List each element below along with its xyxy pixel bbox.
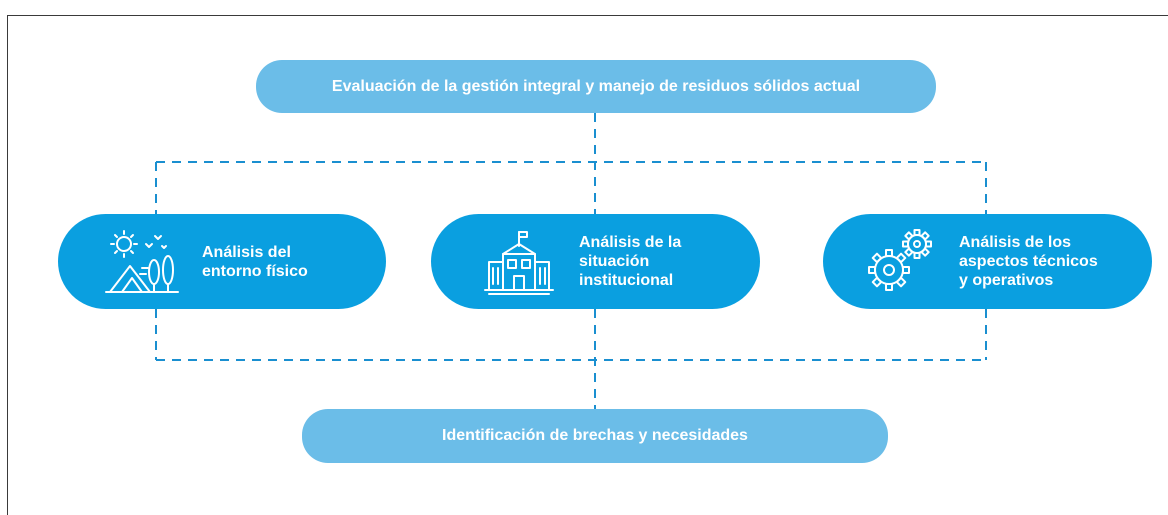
- landscape-icon: [105, 229, 179, 293]
- gaps-needs-box: Identificación de brechas y necesidades: [302, 409, 888, 463]
- institutional-situation-label: Análisis de la situación institucional: [579, 234, 682, 289]
- technical-aspects-node: Análisis de los aspectos técnicos y oper…: [823, 214, 1152, 309]
- building-icon: [484, 230, 554, 295]
- evaluation-label: Evaluación de la gestión integral y mane…: [331, 77, 861, 95]
- institutional-situation-node: Análisis de la situación institucional: [431, 214, 760, 309]
- gaps-needs-label: Identificación de brechas y necesidades: [442, 427, 748, 444]
- technical-aspects-label: Análisis de los aspectos técnicos y oper…: [959, 234, 1098, 289]
- evaluation-box: Evaluación de la gestión integral y mane…: [256, 60, 936, 113]
- connector-lines: [155, 113, 987, 409]
- gears-icon: [868, 228, 932, 291]
- figure-frame: [7, 15, 1168, 515]
- physical-environment-node: Análisis del entorno físico: [58, 214, 386, 309]
- physical-environment-label: Análisis del entorno físico: [202, 243, 308, 280]
